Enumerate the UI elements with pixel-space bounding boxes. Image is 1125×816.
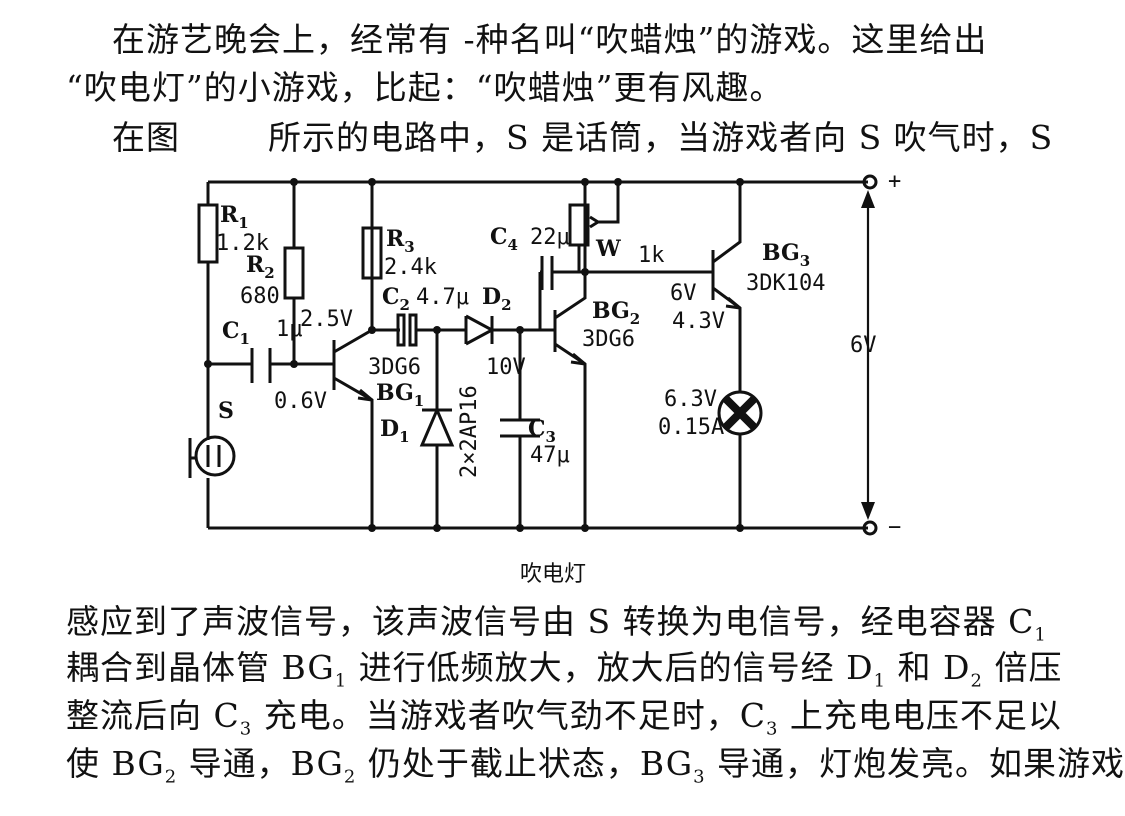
voltage-6: 6V [670, 281, 697, 306]
lamp-voltage: 6.3V [664, 387, 717, 412]
voltage-0-6: 0.6V [274, 389, 327, 414]
c3-value: 47μ [530, 443, 570, 468]
w-wiper [577, 182, 620, 272]
r1-resistor [197, 203, 219, 264]
r1-label: R1 [220, 202, 249, 232]
diode-type: 2×2AP16 [457, 385, 482, 478]
paragraph-line-2: “吹电灯”的小游戏，比起：“吹蜡烛”更有风趣。 [66, 68, 784, 107]
paragraph-line-6: 整流后向 C3 充电。当游戏者吹气劲不足时，C3 上充电电压不足以 [66, 696, 1062, 740]
bg3-legs [712, 182, 742, 392]
mic-label: S [218, 398, 234, 424]
bg1-label: BG1 [376, 380, 424, 410]
supply-voltage: 6V [850, 333, 877, 358]
minus-sign: − [888, 515, 901, 540]
terminal-minus [862, 520, 878, 536]
circuit-diagram: R1 1.2k R2 680 R3 2.4k C1 1μ 2.5V 0.6V C… [188, 169, 901, 540]
lamp-cross [722, 395, 758, 431]
d1-diode [419, 406, 455, 447]
junction-dots [204, 178, 744, 532]
mic-inner [206, 445, 221, 467]
voltage-4-3: 4.3V [672, 309, 725, 334]
r2-label: R2 [246, 252, 275, 282]
figure-caption: 吹电灯 [520, 562, 587, 587]
c4-label: C4 [490, 224, 518, 254]
r2-value: 680 [240, 284, 280, 309]
lamp-current: 0.15A [658, 415, 724, 440]
c4-value: 22μ [530, 225, 570, 250]
bg1-type: 3DG6 [368, 355, 421, 380]
bg1-legs [333, 182, 374, 528]
c3-label: C3 [528, 416, 556, 446]
r1-value: 1.2k [216, 231, 269, 256]
bg3-type: 3DK104 [746, 271, 825, 296]
c2-label: C2 [382, 284, 410, 314]
c1-plates [250, 348, 272, 383]
d2-label: D2 [482, 284, 512, 314]
c2-value: 4.7μ [416, 285, 469, 310]
voltage-10: 10V [486, 355, 526, 380]
r3-label: R3 [386, 226, 415, 256]
bg2-emitter-arrow [570, 352, 586, 366]
bg3-label: BG3 [762, 240, 810, 270]
bg3-emitter-arrow [725, 296, 741, 310]
r3-resistor [361, 226, 383, 280]
w-value: 1k [638, 243, 665, 268]
w-label: W [595, 236, 621, 262]
paragraph-line-4: 感应到了声波信号，该声波信号由 S 转换为电信号，经电容器 C1 [66, 602, 1047, 646]
bg1-emitter-arrow [357, 388, 373, 402]
c2-plates [408, 313, 418, 347]
paragraph-line-3a: 在图 [112, 118, 180, 157]
d1-label: D1 [380, 416, 410, 446]
c3-plates [500, 418, 540, 438]
voltage-2-5: 2.5V [300, 307, 353, 332]
bg2-label: BG2 [592, 298, 640, 328]
c4-plates [540, 256, 554, 290]
d2-diode [464, 314, 555, 346]
bg2-type: 3DG6 [582, 327, 635, 352]
r2-resistor [283, 246, 305, 300]
paragraph-line-3b: 所示的电路中，S 是话筒，当游戏者向 S 吹气时，S [268, 118, 1054, 157]
paragraph-line-1: 在游艺晚会上，经常有 -种名叫“吹蜡烛”的游戏。这里给出 [112, 20, 988, 59]
document-page: 在游艺晚会上，经常有 -种名叫“吹蜡烛”的游戏。这里给出 “吹电灯”的小游戏，比… [66, 20, 1125, 788]
terminal-plus [862, 174, 878, 190]
c1-value: 1μ [276, 317, 303, 342]
mic-circle [194, 435, 236, 477]
c1-label: C1 [222, 318, 250, 348]
r3-value: 2.4k [384, 255, 437, 280]
paragraph-line-7: 使 BG2 导通，BG2 仍处于截止状态，BG3 导通，灯炮发亮。如果游戏 [66, 744, 1125, 788]
plus-sign: + [888, 169, 901, 194]
paragraph-line-5: 耦合到晶体管 BG1 进行低频放大，放大后的信号经 D1 和 D2 倍压 [66, 648, 1063, 692]
